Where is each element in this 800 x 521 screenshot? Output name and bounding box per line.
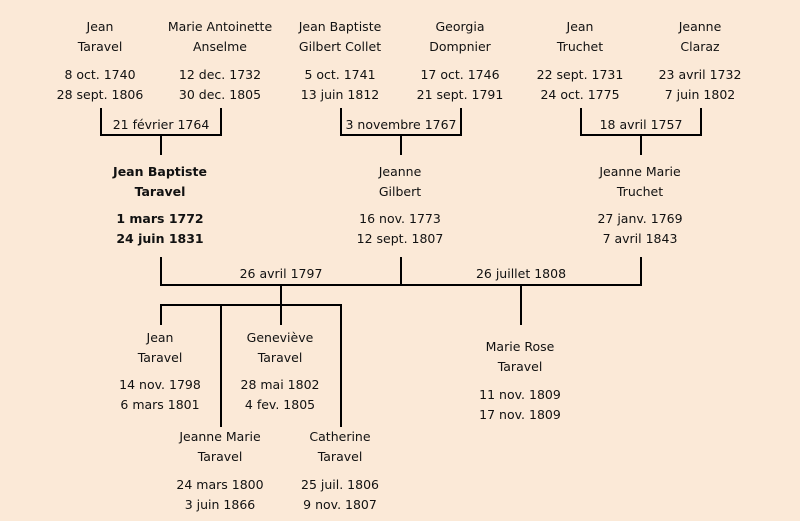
- person-card[interactable]: Jean Taravel 14 nov. 1798 6 mars 1801: [80, 328, 240, 415]
- person-card[interactable]: Geneviève Taravel 28 mai 1802 4 fev. 180…: [200, 328, 360, 415]
- person-death: 12 sept. 1807: [356, 231, 444, 246]
- person-last-name: Claraz: [680, 39, 720, 54]
- person-death: 3 juin 1866: [184, 497, 256, 512]
- person-card[interactable]: Jeanne Gilbert 16 nov. 1773 12 sept. 180…: [320, 162, 480, 249]
- person-first-name: Catherine: [309, 429, 371, 444]
- person-first-name: Marie Rose: [485, 339, 555, 354]
- person-card[interactable]: Marie Antoinette Anselme 12 dec. 1732 30…: [140, 17, 300, 105]
- person-first-name: Jean Baptiste: [298, 19, 382, 34]
- person-last-name: Taravel: [77, 39, 123, 54]
- person-last-name: Gilbert: [378, 184, 422, 199]
- person-birth: 14 nov. 1798: [119, 377, 201, 392]
- person-death: 24 juin 1831: [116, 231, 204, 246]
- person-last-name: Taravel: [497, 359, 543, 374]
- person-birth: 5 oct. 1741: [304, 67, 376, 82]
- person-first-name: Jean: [566, 19, 594, 34]
- marriage-date: 26 avril 1797: [239, 266, 323, 281]
- person-last-name: Gilbert Collet: [298, 39, 382, 54]
- person-birth: 11 nov. 1809: [479, 387, 561, 402]
- person-first-name: Jean: [86, 19, 114, 34]
- person-last-name: Taravel: [257, 350, 303, 365]
- person-first-name: Marie Antoinette: [167, 19, 273, 34]
- person-first-name: Jeanne: [378, 164, 422, 179]
- person-birth: 25 juil. 1806: [301, 477, 379, 492]
- person-death: 7 juin 1802: [664, 87, 736, 102]
- person-first-name: Jeanne Marie: [599, 164, 681, 179]
- person-death: 17 nov. 1809: [479, 407, 561, 422]
- person-birth: 16 nov. 1773: [359, 211, 441, 226]
- person-last-name: Truchet: [556, 39, 604, 54]
- person-card[interactable]: Jeanne Marie Truchet 27 janv. 1769 7 avr…: [560, 162, 720, 249]
- person-first-name: Geneviève: [246, 330, 314, 345]
- person-death: 6 mars 1801: [120, 397, 200, 412]
- person-card[interactable]: Jeanne Claraz 23 avril 1732 7 juin 1802: [620, 17, 780, 105]
- person-birth: 22 sept. 1731: [536, 67, 624, 82]
- person-birth: 8 oct. 1740: [64, 67, 136, 82]
- marriage-date: 3 novembre 1767: [345, 117, 457, 132]
- person-first-name: Jeanne Marie: [179, 429, 261, 444]
- marriage-date: 21 février 1764: [112, 117, 210, 132]
- person-last-name: Taravel: [197, 449, 243, 464]
- person-death: 30 dec. 1805: [178, 87, 262, 102]
- person-birth: 24 mars 1800: [176, 477, 264, 492]
- person-death: 7 avril 1843: [602, 231, 678, 246]
- person-card[interactable]: Georgia Dompnier 17 oct. 1746 21 sept. 1…: [380, 17, 540, 105]
- person-death: 21 sept. 1791: [416, 87, 504, 102]
- person-first-name: Georgia: [435, 19, 485, 34]
- person-birth: 27 janv. 1769: [597, 211, 683, 226]
- person-first-name: Jean: [146, 330, 174, 345]
- person-card[interactable]: Jean Baptiste Gilbert Collet 5 oct. 1741…: [260, 17, 420, 105]
- person-card[interactable]: Catherine Taravel 25 juil. 1806 9 nov. 1…: [260, 427, 420, 515]
- marriage-date: 26 juillet 1808: [475, 266, 567, 281]
- person-card[interactable]: Jeanne Marie Taravel 24 mars 1800 3 juin…: [140, 427, 300, 515]
- person-birth: 12 dec. 1732: [178, 67, 262, 82]
- person-birth: 17 oct. 1746: [420, 67, 500, 82]
- person-last-name: Dompnier: [429, 39, 491, 54]
- person-card[interactable]: Marie Rose Taravel 11 nov. 1809 17 nov. …: [440, 337, 600, 425]
- person-last-name: Taravel: [134, 184, 186, 199]
- person-birth: 28 mai 1802: [240, 377, 320, 392]
- person-card[interactable]: Jean Truchet 22 sept. 1731 24 oct. 1775: [500, 17, 660, 105]
- person-card[interactable]: Jean Taravel 8 oct. 1740 28 sept. 1806: [20, 17, 180, 105]
- person-death: 9 nov. 1807: [303, 497, 377, 512]
- person-last-name: Truchet: [616, 184, 664, 199]
- person-death: 4 fev. 1805: [244, 397, 316, 412]
- person-last-name: Taravel: [317, 449, 363, 464]
- person-last-name: Anselme: [192, 39, 248, 54]
- person-card-focus[interactable]: Jean Baptiste Taravel 1 mars 1772 24 jui…: [80, 162, 240, 249]
- person-death: 13 juin 1812: [300, 87, 380, 102]
- person-death: 24 oct. 1775: [540, 87, 620, 102]
- person-last-name: Taravel: [137, 350, 183, 365]
- person-birth: 1 mars 1772: [116, 211, 204, 226]
- children-bar: [160, 304, 342, 427]
- person-first-name: Jeanne: [678, 19, 722, 34]
- person-birth: 23 avril 1732: [658, 67, 742, 82]
- person-first-name: Jean Baptiste: [113, 164, 207, 179]
- marriage-date: 18 avril 1757: [599, 117, 683, 132]
- person-death: 28 sept. 1806: [56, 87, 144, 102]
